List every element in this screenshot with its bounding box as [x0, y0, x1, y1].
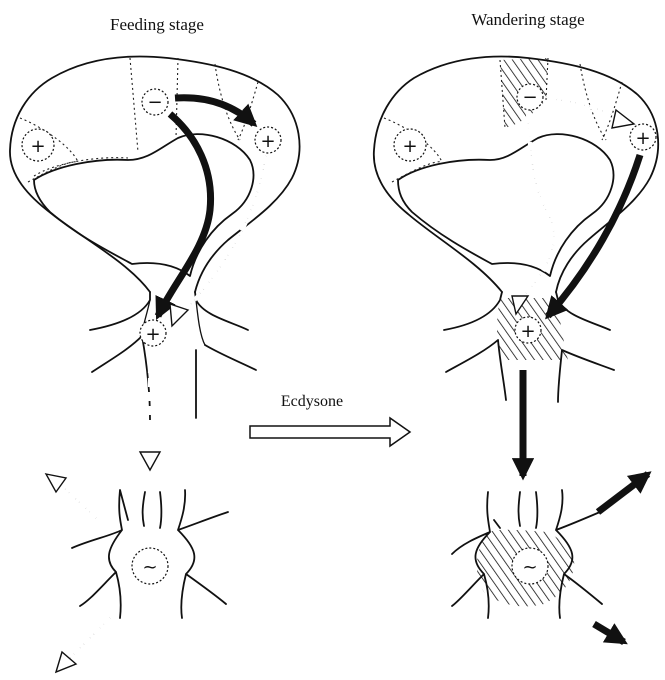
wandering-arrow-downright [594, 624, 624, 642]
feeding-stage-title: Feeding stage [110, 15, 204, 34]
feeding-lower-tilde: ~ [142, 557, 157, 578]
feeding-arrow-minus-to-right [175, 98, 254, 124]
feeding-dashed-arrow-down [140, 350, 160, 470]
feeding-minus-sign: − [147, 92, 162, 113]
feeding-dashed-arrow-upleft [46, 474, 96, 518]
wandering-stage-title: Wandering stage [471, 10, 584, 29]
ecdysone-arrow [250, 418, 410, 446]
feeding-inner-cavity [34, 134, 253, 276]
wandering-arrow-upright [598, 474, 648, 512]
wandering-dashed-arrow-minus-to-bottom [512, 114, 554, 314]
ecdysone-label: Ecdysone [281, 393, 343, 410]
wandering-inner-cavity [398, 134, 613, 276]
feeding-stage-panel: − + + + ~ [10, 56, 300, 672]
wandering-dashed-arrow-minus-to-right [548, 98, 634, 128]
wandering-minus-sign: − [522, 87, 537, 108]
wandering-plus-sign-right: + [635, 128, 650, 149]
feeding-dashed-arrow-downleft [56, 618, 110, 672]
feeding-plus-sign-right: + [260, 131, 275, 152]
feeding-dashed-arrow-right-to-bottom [170, 156, 266, 326]
wandering-lower-tilde: ~ [522, 557, 537, 578]
feeding-plus-sign-bottom: + [145, 324, 160, 345]
wandering-stage-panel: − + + + ~ [374, 56, 658, 642]
feeding-plus-sign-left: + [30, 136, 45, 157]
wandering-plus-sign-left: + [402, 136, 417, 157]
wandering-plus-sign-bottom: + [520, 321, 535, 342]
